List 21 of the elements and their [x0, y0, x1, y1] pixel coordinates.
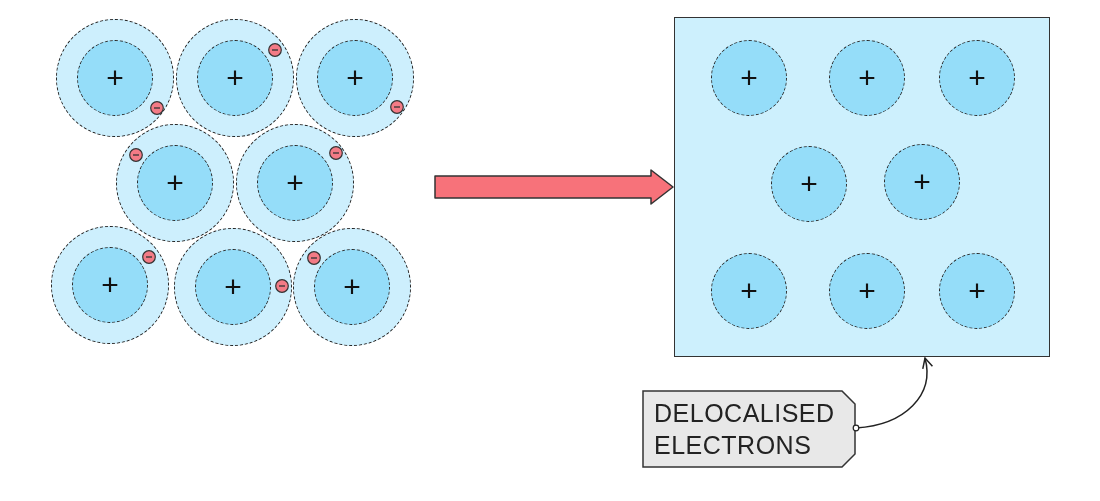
charge-sign: + — [226, 63, 244, 93]
charge-sign: + — [166, 168, 184, 198]
charge-sign: + — [740, 276, 758, 306]
charge-sign: + — [968, 63, 986, 93]
charge-sign: + — [740, 63, 758, 93]
label-tag — [642, 390, 856, 468]
charge-sign: + — [858, 63, 876, 93]
metal-lattice-box — [674, 17, 1050, 357]
charge-sign: + — [800, 169, 818, 199]
charge-sign: + — [913, 167, 931, 197]
charge-sign: + — [858, 276, 876, 306]
charge-sign: + — [101, 270, 119, 300]
charge-sign: + — [968, 276, 986, 306]
tag-text: DELOCALISED ELECTRONS — [654, 398, 836, 461]
charge-sign: + — [106, 63, 124, 93]
charge-sign: + — [343, 272, 361, 302]
charge-sign: + — [224, 272, 242, 302]
charge-sign: + — [346, 63, 364, 93]
leader-arrow — [852, 357, 933, 432]
charge-sign: + — [286, 168, 304, 198]
block-arrow — [434, 169, 674, 205]
